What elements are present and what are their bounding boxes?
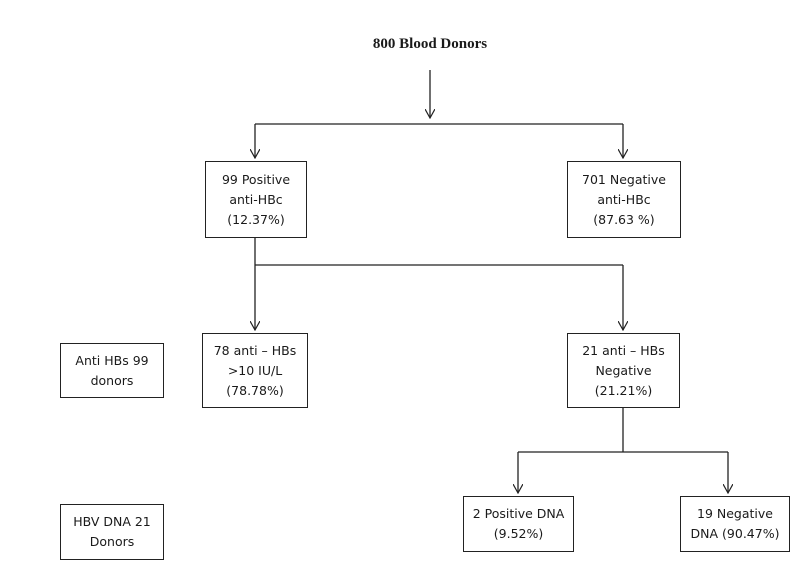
label-line: Anti HBs 99 [75, 352, 149, 368]
node-line: (12.37%) [227, 211, 285, 227]
node-positive-anti-hbc: 99 Positive anti-HBc (12.37%) [205, 161, 307, 238]
node-line: 2 Positive DNA [472, 506, 565, 521]
node-line: 701 Negative [582, 171, 666, 187]
node-line: (21.21%) [594, 382, 653, 398]
node-line: 78 anti – HBs [213, 342, 297, 358]
node-line: >10 IU/L [227, 362, 283, 378]
node-line: DNA (90.47%) [690, 526, 780, 541]
label-line: HBV DNA 21 [73, 514, 151, 529]
label-line: Donors [89, 534, 135, 549]
label-anti-hbs-donors: Anti HBs 99 donors [60, 343, 164, 398]
label-hbv-dna-donors: HBV DNA 21 Donors [60, 504, 164, 560]
label-line: donors [90, 372, 134, 388]
node-line: (78.78%) [226, 382, 284, 398]
node-anti-hbs-negative: 21 anti – HBs Negative (21.21%) [567, 333, 680, 408]
node-line: 99 Positive [221, 171, 291, 187]
node-line: (87.63 %) [593, 211, 655, 227]
node-line: 21 anti – HBs [582, 342, 665, 358]
node-line: (9.52%) [493, 526, 544, 541]
node-positive-dna: 2 Positive DNA (9.52%) [463, 496, 574, 552]
node-anti-hbs-gt10: 78 anti – HBs >10 IU/L (78.78%) [202, 333, 308, 408]
node-negative-dna: 19 Negative DNA (90.47%) [680, 496, 790, 552]
node-line: anti-HBc [597, 191, 651, 207]
node-negative-anti-hbc: 701 Negative anti-HBc (87.63 %) [567, 161, 681, 238]
node-line: Negative [595, 362, 652, 378]
node-line: anti-HBc [229, 191, 283, 207]
diagram-title: 800 Blood Donors [372, 36, 488, 52]
node-line: 19 Negative [697, 506, 773, 521]
